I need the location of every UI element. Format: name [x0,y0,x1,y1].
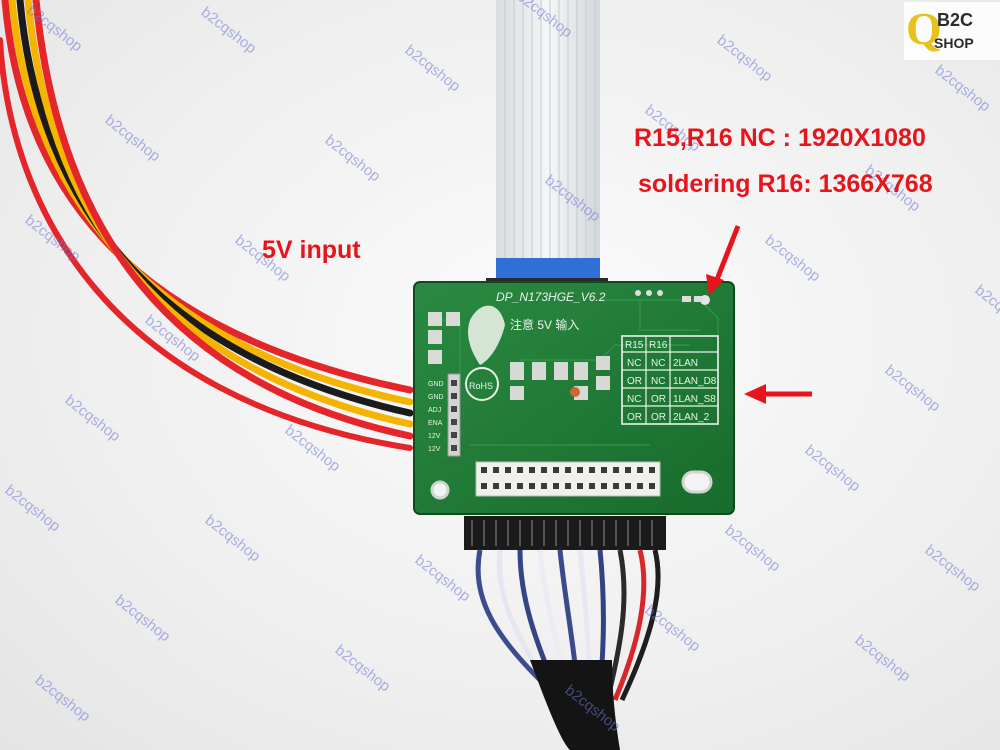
table-cell: OR [651,394,666,405]
ribbon-cable [486,0,608,292]
arrow-to-table [744,384,812,404]
logo-bottom-text: SHOP [934,35,974,51]
table-cell: NC [651,376,665,387]
shop-logo: Q B2C SHOP [904,2,1000,60]
table-cell: 1LAN_D8 [673,376,717,387]
table-cell: NC [627,358,641,369]
table-cell: 2LAN [673,358,698,369]
power-wires [0,0,414,451]
logo-top-text: B2C [937,10,973,30]
board-model-label: DP_N173HGE_V6.2 [496,290,606,304]
table-cell: OR [627,376,642,387]
resolution-note-line-2: soldering R16: 1366X768 [638,170,933,198]
table-header-r16: R16 [649,340,668,351]
pin-label: 12V [428,446,441,453]
pin-label: ADJ [428,407,441,414]
table-cell: OR [627,412,642,423]
table-cell: OR [651,412,666,423]
input-voltage-label: 5V input [262,236,361,264]
table-cell: NC [627,394,641,405]
table-cell: NC [651,358,665,369]
table-cell: 2LAN_2 [673,412,710,423]
resolution-table: R15 R16 NC NC 2LAN OR NC 1LAN_D8 NC OR 1… [625,340,717,423]
rohs-mark: RoHS [469,381,493,391]
table-header-r15: R15 [625,340,644,351]
pin-label: GND [428,394,444,401]
table-cell: 1LAN_S8 [673,394,716,405]
pin-label: 12V [428,433,441,440]
arrow-to-resistors [706,225,741,296]
pin-label: GND [428,381,444,388]
pcb-board [413,281,735,515]
board-chinese-note: 注意 5V 输入 [510,317,579,332]
lvds-cable [464,516,666,750]
resolution-note-line-1: R15,R16 NC : 1920X1080 [634,124,926,152]
pin-label: ENA [428,420,443,427]
logo-letter: Q [906,3,942,54]
side-pin-labels: GND GND ADJ ENA 12V 12V [428,381,444,453]
